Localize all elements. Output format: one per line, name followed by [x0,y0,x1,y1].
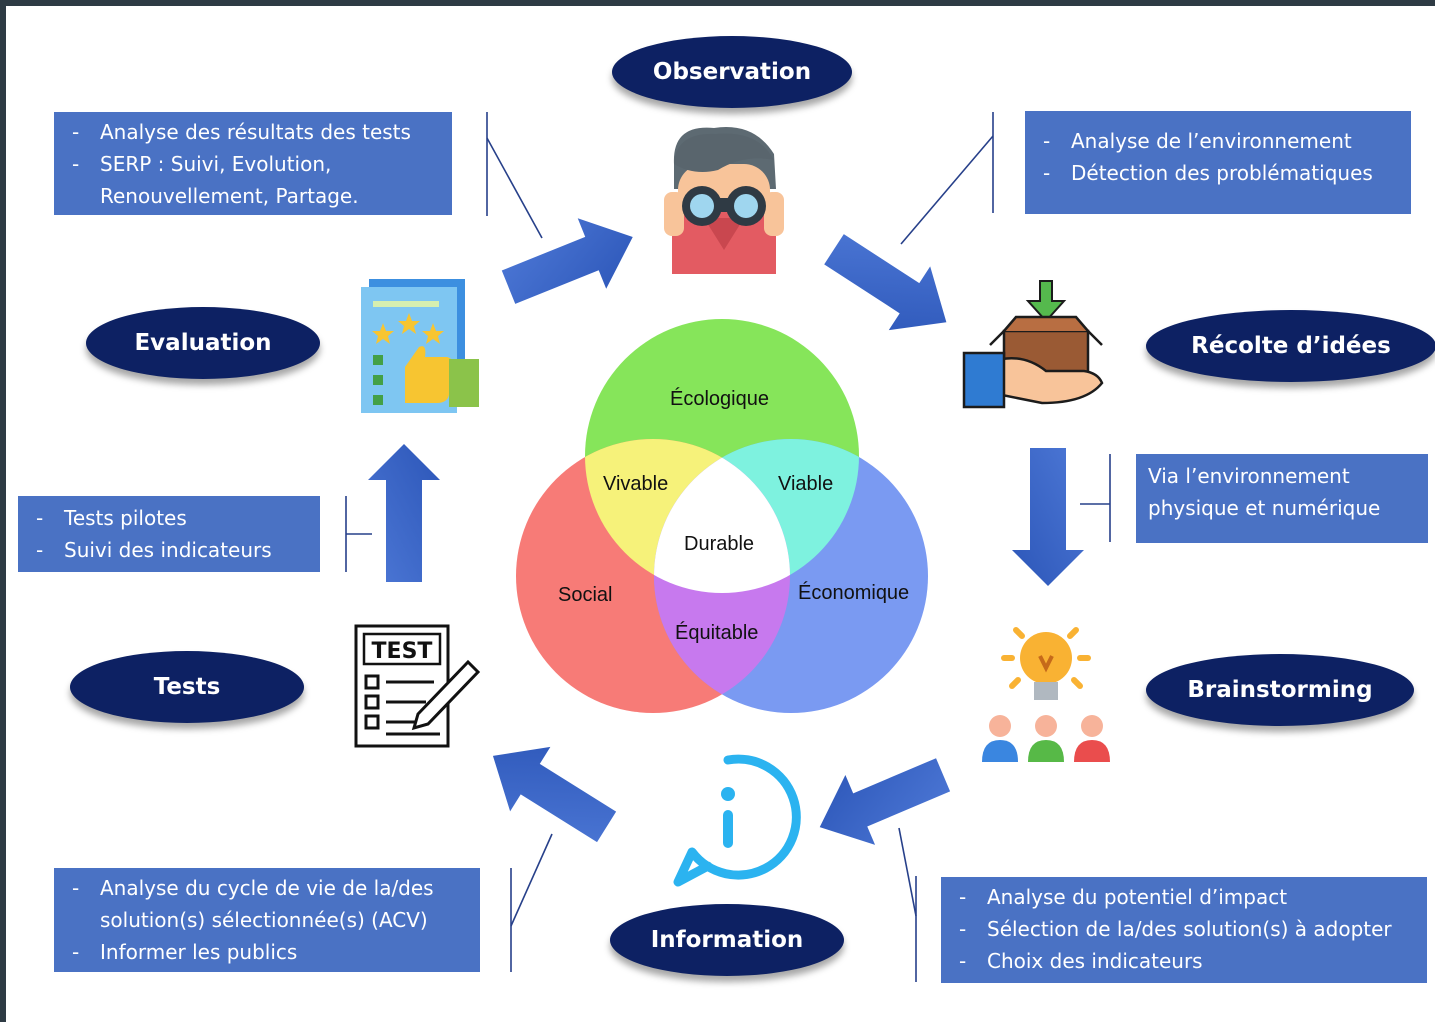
review-stars-thumb-icon [361,279,479,413]
stage-evaluation: Evaluation [86,307,320,379]
venn-label-social: Social [558,584,613,606]
box-tests-details: Tests pilotes Suivi des indicateurs [18,496,320,572]
venn-diagram [516,319,928,713]
stage-observation: Observation [612,36,852,108]
diagram-canvas: TEST Écologiqu [6,6,1435,1022]
venn-label-viable: Viable [778,473,834,495]
venn-label-economique: Économique [798,582,910,604]
venn-label-ecologique: Écologique [670,388,769,410]
box-evaluation-details: Analyse des résultats des tests SERP : S… [54,112,452,215]
venn-label-equitable: Équitable [675,622,759,644]
box-item: Analyse du cycle de vie de la/des [66,872,468,904]
box-item: Choix des indicateurs [953,945,1415,977]
hand-box-plant-icon [962,280,1104,409]
info-chat-bubble-icon [673,754,801,887]
stage-recolte-idees: Récolte d’idées [1146,310,1435,382]
box-brainstorming-details: Analyse du potentiel d’impact Sélection … [941,877,1427,983]
diagram-graphics: TEST [345,112,1111,982]
box-item: Suivi des indicateurs [30,534,308,566]
venn-region-durable [654,439,790,593]
observer-binoculars-icon [664,127,784,274]
box-information-details: Analyse du cycle de vie de la/des soluti… [54,868,480,972]
box-item: Tests pilotes [30,502,308,534]
arrow-observation-to-recolte [824,234,947,331]
stage-information: Information [610,904,844,976]
box-observation-details: Analyse de l’environnement Détection des… [1025,111,1411,214]
box-item: Analyse des résultats des tests [66,116,440,148]
lightbulb-team-icon [982,627,1110,762]
arrow-recolte-to-brainstorming [1012,448,1084,586]
box-line: Via l’environnement [1148,464,1350,488]
venn-label-durable: Durable [684,533,755,555]
arrow-information-to-tests [492,746,617,843]
box-item: Sélection de la/des solution(s) à adopte… [953,913,1415,945]
venn-label-vivable: Vivable [603,473,669,495]
box-item: Analyse du potentiel d’impact [953,881,1415,913]
stage-brainstorming: Brainstorming [1146,654,1414,726]
box-item: SERP : Suivi, Evolution, [66,148,440,180]
flow-arrows [368,218,1084,845]
box-item-continuation: solution(s) sélectionnée(s) (ACV) [100,908,428,932]
stage-tests: Tests [70,651,304,723]
box-line: physique et numérique [1148,496,1381,520]
arrow-brainstorming-to-information [819,758,951,845]
box-item-continuation: Renouvellement, Partage. [100,184,359,208]
box-recolte-details: Via l’environnement physique et numériqu… [1136,454,1428,543]
connector-lines [345,112,1111,982]
box-item: Informer les publics [66,936,468,968]
arrow-tests-to-evaluation [368,444,440,582]
svg-text:TEST: TEST [372,639,433,664]
box-item: Détection des problématiques [1037,157,1399,189]
arrow-evaluation-to-observation [501,218,633,304]
box-item: Analyse de l’environnement [1037,125,1399,157]
test-checklist-icon: TEST [354,624,481,748]
